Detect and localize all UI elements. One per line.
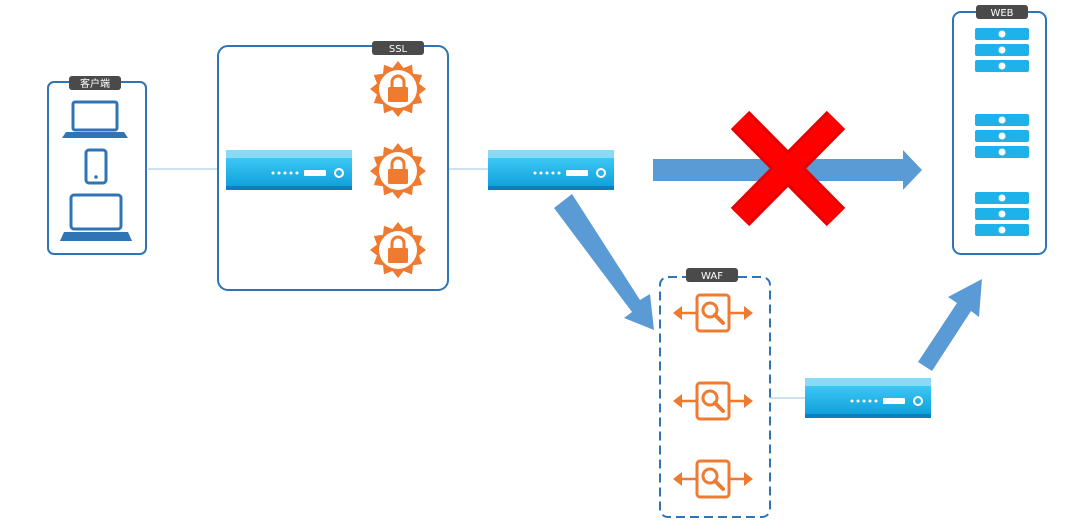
load-balancer-appliance	[487, 149, 615, 191]
server-stack-icon	[975, 28, 1029, 72]
waf-label-badge	[686, 268, 738, 282]
arrow-to-waf	[554, 194, 654, 330]
server-stack-icon	[975, 192, 1029, 236]
laptop-icon	[60, 193, 132, 241]
web-group: WEB	[952, 5, 1047, 255]
phone-icon	[84, 148, 108, 185]
arrow-to-web	[918, 279, 982, 371]
client-label: 客户端	[80, 77, 110, 90]
web-label-badge	[976, 5, 1028, 19]
server-stack-icon	[975, 114, 1029, 158]
waf-output-appliance	[804, 377, 932, 419]
waf-group: WAF	[659, 268, 771, 518]
client-label-badge	[69, 76, 121, 90]
ssl-label: SSL	[389, 44, 408, 55]
ssl-label-badge	[372, 41, 424, 55]
laptop-icon	[62, 100, 128, 138]
waf-label: WAF	[701, 271, 723, 282]
ssl-group: SSL	[217, 41, 449, 291]
ssl-offload-appliance	[225, 149, 353, 191]
web-label: WEB	[990, 8, 1013, 19]
red-x-icon	[730, 110, 846, 227]
client-group: 客户端	[47, 76, 147, 255]
